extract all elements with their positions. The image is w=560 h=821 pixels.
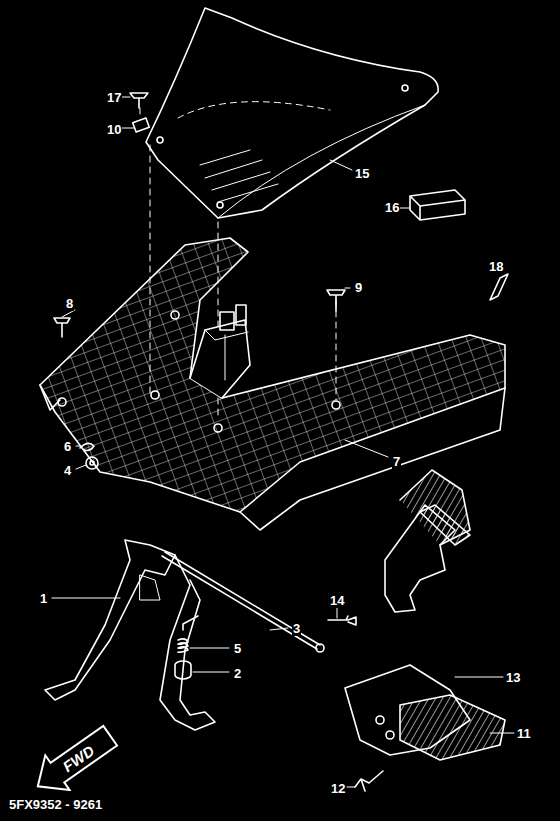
callout-number: 15 [354,166,370,181]
callout-number: 2 [233,666,242,681]
callout-number: 7 [392,454,401,469]
callout-number: 14 [329,593,345,608]
callout-number: 17 [106,90,122,105]
callout-number: 18 [488,259,504,274]
drawing-code: 5FX9352 - 9261 [8,797,103,812]
direction-arrow: FWD [23,716,125,806]
callout-number: 9 [354,280,363,295]
callout-number: 1 [39,591,48,606]
callout-number: 12 [330,781,346,796]
callout-number: 11 [516,726,532,741]
callout-number: 16 [384,200,400,215]
callout-number: 13 [505,670,521,685]
callout-number: 5 [233,641,242,656]
callout-number: 10 [106,122,122,137]
arrow-text: FWD [23,716,125,806]
callout-number: 3 [292,621,301,636]
callout-number: 8 [65,296,74,311]
callout-number: 4 [63,463,72,478]
callout-number: 6 [63,439,72,454]
